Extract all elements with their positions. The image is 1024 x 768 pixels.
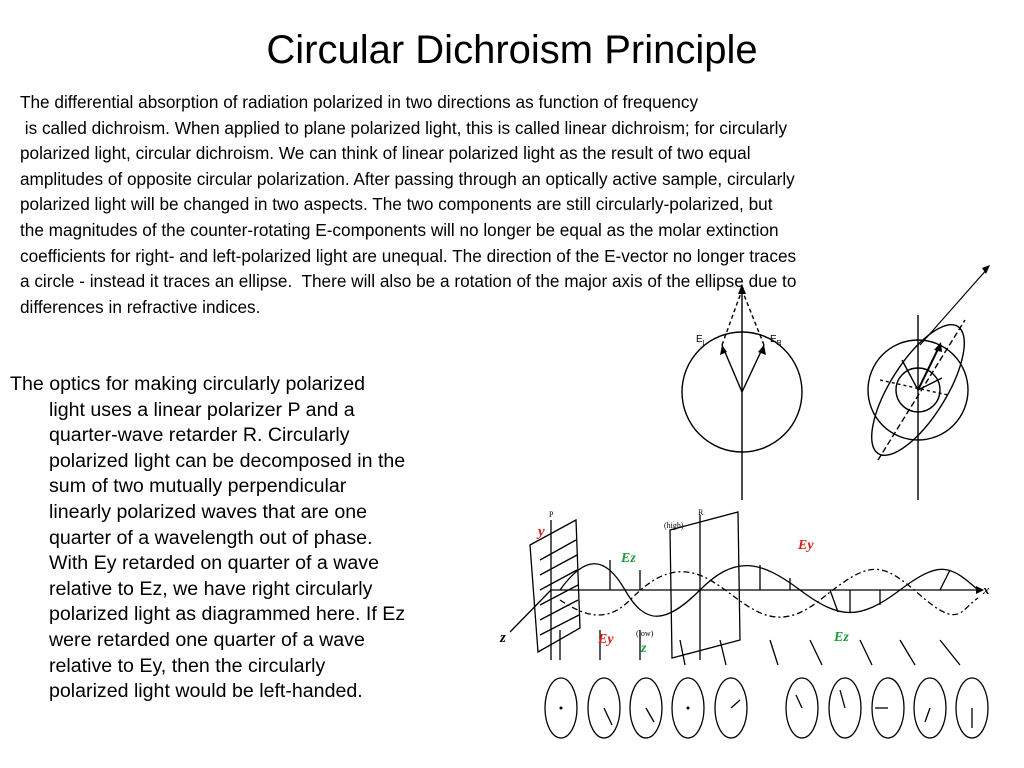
low-label: (low) [636, 629, 654, 638]
ellipse-arrow [645, 707, 655, 723]
polarizer-hatch [539, 584, 579, 606]
optics-line: were retarded one quarter of a wave [49, 628, 365, 651]
intro-line: polarized light will be changed in two a… [20, 194, 773, 215]
right-component-vector [917, 377, 943, 391]
optics-line: linearly polarized waves that are one [49, 500, 368, 523]
optics-line: sum of two mutually perpendicular [49, 475, 347, 498]
polarization-ellipse [871, 323, 965, 457]
ellipse-arrow [730, 699, 741, 709]
projection-arrow [769, 639, 779, 666]
optics-line: light uses a linear polarizer P and a [49, 398, 355, 421]
el-arrowhead [720, 345, 727, 355]
polarizer-hatch [539, 599, 579, 621]
z-axis [509, 589, 552, 633]
y-axis-label: y [536, 524, 545, 540]
projection-arrow [859, 639, 873, 666]
intro-line: The differential absorption of radiation… [20, 92, 699, 112]
polarizer-hatch [539, 554, 578, 576]
intro-line: polarized light, circular dichroism. We … [20, 143, 751, 164]
optics-line: relative to Ez, we have right circularly [49, 577, 373, 600]
polarization-state-ellipse [587, 677, 621, 739]
el-label: EL [696, 334, 707, 347]
major-axis [877, 319, 966, 461]
intro-paragraph: The differential absorption of radiation… [20, 90, 1010, 320]
x-axis-arrowhead [976, 586, 984, 594]
el-vector [721, 344, 743, 393]
inner-circle [895, 367, 941, 413]
ellipse-guide-line [879, 379, 949, 396]
intro-line: differences in refractive indices. [20, 296, 261, 317]
polarization-state-ellipse [714, 677, 748, 739]
ellipse-arrow [603, 707, 613, 726]
optics-line: polarized light can be decomposed in the [49, 449, 406, 472]
optics-line: polarized light as diagrammed here. If E… [49, 603, 406, 626]
polarization-state-ellipse [828, 677, 862, 739]
retarder-label: R [698, 508, 704, 517]
polarization-state-ellipse [871, 677, 905, 739]
ellipse-dot [559, 706, 563, 710]
polarizer-label: P [549, 510, 554, 519]
polarization-state-ellipse [785, 677, 819, 739]
projection-arrow [679, 639, 686, 666]
optics-line: relative to Ey, then the circularly [49, 654, 326, 677]
projection-arrow [719, 639, 727, 666]
ey-top-label: Ey [797, 538, 814, 553]
polarizer-hatch [539, 614, 580, 636]
optics-line: quarter-wave retarder R. Circularly [49, 424, 350, 447]
field-vector [939, 569, 951, 591]
outer-circle [867, 339, 969, 441]
resultant-vector [917, 344, 941, 391]
intro-line: is called dichroism. When applied to pla… [20, 117, 788, 138]
polarizer-plate [529, 518, 581, 654]
z-green-label: z [640, 641, 647, 656]
er-vector [741, 344, 765, 393]
intro-line: coefficients for right- and left-polariz… [20, 245, 797, 266]
field-vector [829, 589, 839, 613]
polarization-state-ellipse [544, 677, 578, 739]
slide-title: Circular Dichroism Principle [266, 28, 758, 72]
polarizer-hatch [539, 569, 578, 591]
high-label: (high) [664, 521, 684, 530]
ellipse-arrow [839, 689, 846, 709]
projection-arrow [899, 639, 916, 666]
polarization-state-ellipse [955, 677, 989, 739]
ez-wave [559, 568, 979, 618]
ellipse-dot [686, 706, 690, 710]
optics-line: With Ey retarded on quarter of a wave [49, 552, 379, 575]
polarization-state-ellipse [629, 677, 663, 739]
ellipse-arrow [924, 707, 931, 723]
polarization-state-ellipse [913, 677, 947, 739]
ey-wave [559, 563, 979, 617]
ez-top-label: Ez [620, 551, 636, 566]
intro-line: the magnitudes of the counter-rotating E… [20, 219, 779, 240]
resultant-arrowhead [934, 342, 942, 352]
er-arrowhead [758, 345, 766, 355]
ez-bottom-label: Ez [833, 630, 849, 645]
optics-line: quarter of a wavelength out of phase. [49, 526, 373, 549]
unit-circle [681, 331, 803, 453]
ellipse-arrow [795, 694, 803, 709]
retarder-plate [669, 511, 741, 659]
ey-bottom-label: Ey [597, 632, 614, 647]
x-axis-label: x [982, 582, 990, 597]
z-axis-label: z [499, 630, 506, 646]
polarization-state-ellipse [671, 677, 705, 739]
intro-line: amplitudes of opposite circular polariza… [20, 168, 795, 189]
polarizer-hatch [539, 539, 577, 561]
optics-line: polarized light would be left-handed. [49, 680, 363, 703]
optics-paragraph: The optics for making circularly polariz… [10, 372, 495, 705]
left-component-vector [901, 359, 919, 391]
er-label: ER [770, 334, 782, 347]
projection-arrow [939, 639, 961, 666]
intro-line: a circle - instead it traces an ellipse.… [20, 271, 797, 292]
optics-line: The optics for making circularly polariz… [10, 373, 366, 395]
projection-arrow [809, 639, 823, 666]
